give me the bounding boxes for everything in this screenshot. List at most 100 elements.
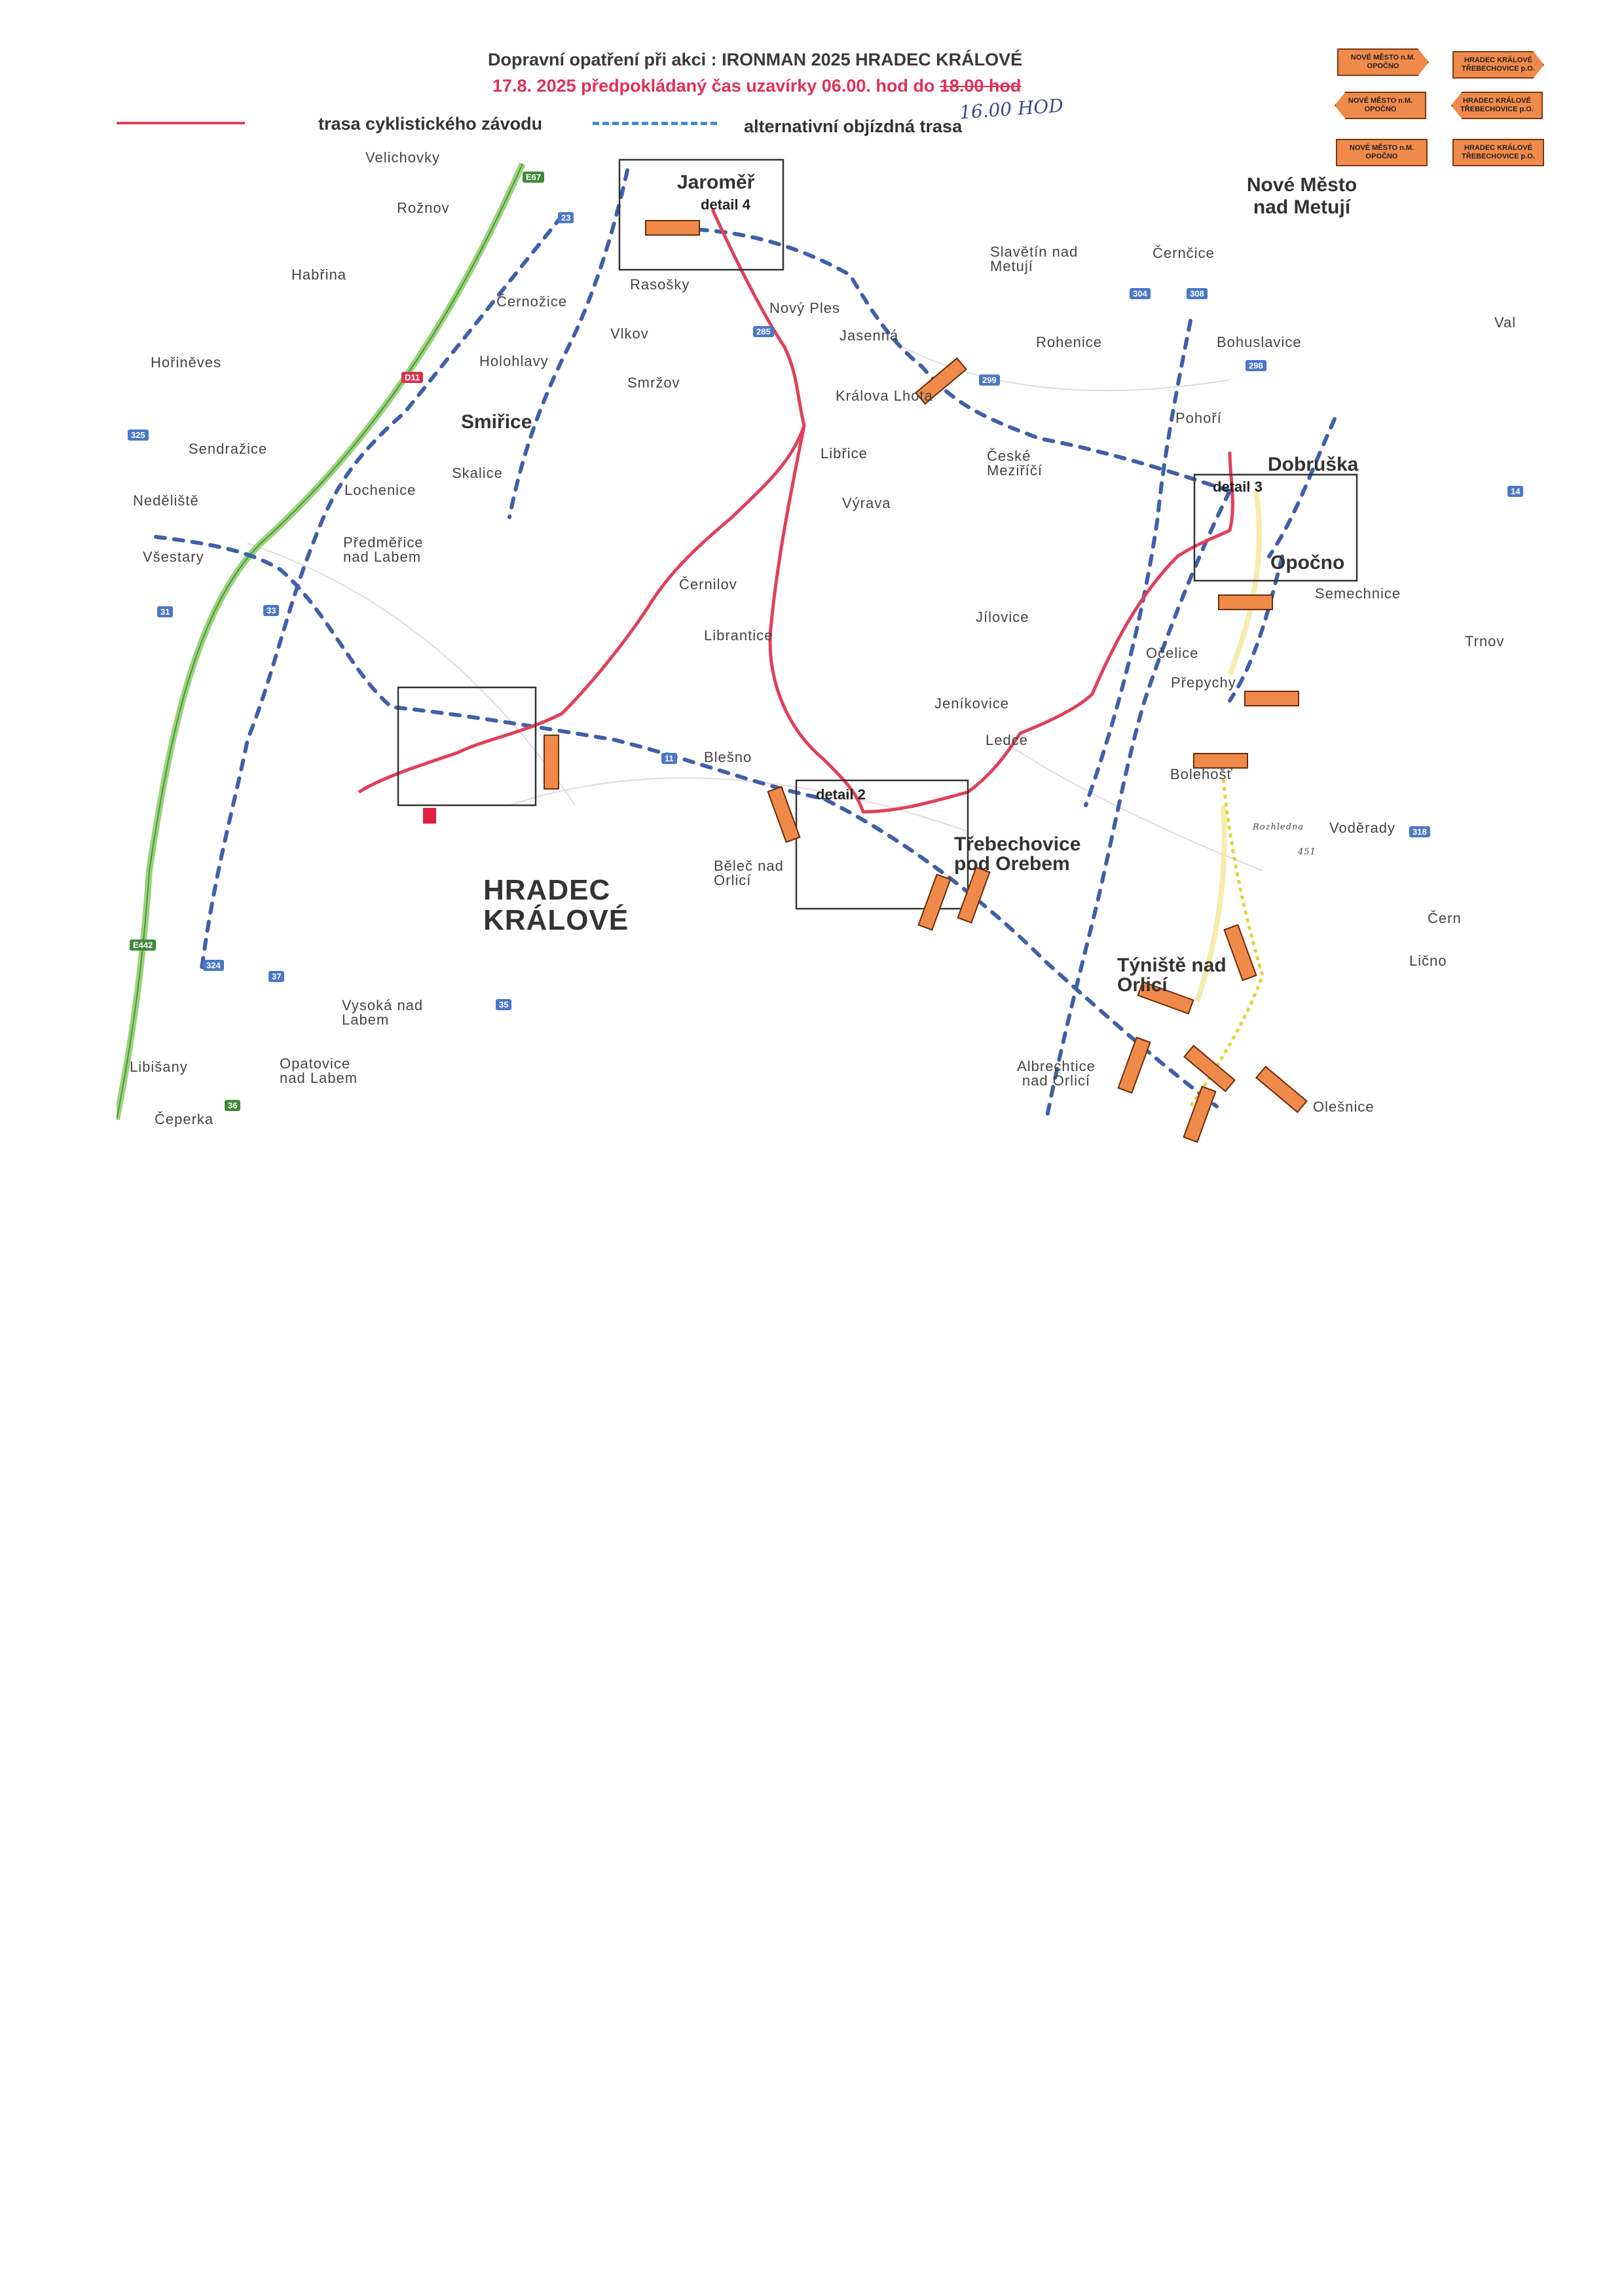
place-label: Semechnice bbox=[1315, 585, 1401, 602]
place-label: Běleč nad Orlicí bbox=[714, 858, 784, 888]
place-label: Bohuslavice bbox=[1217, 334, 1302, 350]
place-label: Přepychy bbox=[1171, 674, 1236, 691]
road-number: 304 bbox=[1130, 288, 1151, 299]
place-label: Očelice bbox=[1146, 645, 1199, 661]
place-label: Jeníkovice bbox=[934, 695, 1009, 712]
place-label: Králova Lhota bbox=[836, 388, 933, 404]
road-number: 36 bbox=[225, 1100, 241, 1111]
road-number: 298 bbox=[1246, 360, 1266, 371]
place-label: Smržov bbox=[627, 374, 680, 391]
place-label: Libišany bbox=[130, 1059, 188, 1075]
place-label: Olešnice bbox=[1313, 1099, 1375, 1115]
place-label: Pohoří bbox=[1175, 410, 1222, 426]
town-jaromer: Jaroměř bbox=[677, 172, 755, 193]
place-label: Sendražice bbox=[189, 441, 268, 457]
detail-box-4 bbox=[618, 158, 784, 271]
place-label: Lično bbox=[1409, 953, 1447, 969]
place-label: Vysoká nad Labem bbox=[342, 997, 424, 1028]
place-label: Předměřice nad Labem bbox=[343, 534, 424, 565]
place-label: Rohenice bbox=[1036, 334, 1102, 350]
closure-time: 17.8. 2025 předpokládaný čas uzavírky 06… bbox=[492, 76, 1021, 96]
road-number: 31 bbox=[157, 606, 174, 617]
town-smirice: Smiřice bbox=[461, 411, 532, 433]
place-label: Černilov bbox=[679, 576, 737, 592]
detail-box-2 bbox=[795, 779, 969, 910]
city-hradec-kralove: HRADEC KRÁLOVÉ bbox=[483, 874, 629, 936]
road-number: 14 bbox=[1507, 486, 1524, 497]
place-label: Všestary bbox=[143, 549, 204, 565]
sign-legend-nm-right: NOVÉ MĚSTO n.M. OPOČNO bbox=[1337, 48, 1429, 76]
town-opocno: Opočno bbox=[1270, 552, 1345, 574]
place-label: Val bbox=[1494, 314, 1517, 331]
detail-3-label: detail 3 bbox=[1213, 479, 1263, 495]
place-label: Rozhledna bbox=[1253, 822, 1304, 832]
motorway-d11 bbox=[117, 162, 526, 1120]
map-sign bbox=[1193, 753, 1248, 769]
detour-routes bbox=[154, 168, 1337, 1121]
road-number: 285 bbox=[753, 326, 774, 337]
map-sign bbox=[645, 220, 700, 236]
road-number: 299 bbox=[979, 374, 1000, 386]
place-label: Neděliště bbox=[133, 492, 199, 509]
road-number: 37 bbox=[268, 971, 285, 982]
place-label: Černíkovice bbox=[1428, 910, 1460, 926]
place-label: Nový Ples bbox=[769, 300, 841, 316]
map-sign bbox=[1218, 594, 1273, 610]
road-number: 325 bbox=[128, 429, 149, 441]
road-number: E442 bbox=[130, 939, 157, 951]
place-label: Lochenice bbox=[344, 482, 416, 498]
sign-legend-hk-right: HRADEC KRÁLOVÉ TŘEBECHOVICE p.O. bbox=[1452, 51, 1544, 79]
route-map bbox=[117, 158, 1358, 1121]
road-number: 35 bbox=[496, 999, 512, 1010]
detail-2-label: detail 2 bbox=[816, 786, 866, 803]
sign-legend-nm-down: NOVÉ MĚSTO n.M. OPOČNO bbox=[1336, 139, 1428, 166]
place-label: Opatovice nad Labem bbox=[280, 1055, 358, 1086]
road-number: 33 bbox=[263, 605, 280, 616]
town-dobruska: Dobruška bbox=[1268, 454, 1359, 475]
legend-detour-line bbox=[593, 122, 717, 125]
road-number: 318 bbox=[1409, 826, 1430, 837]
detail-box-3 bbox=[1193, 473, 1358, 582]
detail-box-hk bbox=[397, 686, 537, 807]
place-label: Velichovky bbox=[365, 149, 440, 166]
detail-4-label: detail 4 bbox=[701, 196, 750, 213]
town-tyniste: Týniště nad Orlicí bbox=[1117, 955, 1227, 996]
place-label: Albrechtice nad Orlicí bbox=[1017, 1058, 1096, 1089]
handwritten-correction: 16.00 HOD bbox=[959, 94, 1064, 124]
place-label: Jasenná bbox=[840, 327, 899, 344]
place-label: Vlkov bbox=[610, 325, 649, 342]
sign-legend-hk-down: HRADEC KRÁLOVÉ TŘEBECHOVICE p.O. bbox=[1452, 139, 1544, 166]
place-label: Ledce bbox=[986, 732, 1028, 748]
closure-time-struck: 18.00 hod bbox=[939, 76, 1022, 96]
place-label: Trnov bbox=[1465, 633, 1505, 649]
place-label: Slavětín nad Metují bbox=[990, 244, 1079, 274]
place-label: Rasošky bbox=[630, 276, 690, 293]
place-label: Bolehošť bbox=[1170, 766, 1233, 782]
bike-route bbox=[358, 208, 1234, 814]
road-number: E67 bbox=[523, 172, 545, 183]
place-label: Libřice bbox=[821, 445, 868, 462]
road-number: D11 bbox=[401, 372, 424, 383]
place-label: Rožnov bbox=[397, 200, 450, 216]
road-number: 308 bbox=[1187, 288, 1208, 299]
place-label: Výrava bbox=[842, 495, 891, 511]
place-label: Voděrady bbox=[1329, 820, 1395, 836]
road-number: 324 bbox=[203, 960, 224, 971]
page-title: Dopravní opatření při akci : IRONMAN 202… bbox=[488, 50, 1023, 69]
place-label: Hořiněves bbox=[151, 354, 222, 371]
place-label: Blešno bbox=[704, 749, 752, 765]
town-nove-mesto: Nové Město nad Metují bbox=[1246, 174, 1357, 218]
town-trebechovice: Třebechovice pod Orebem bbox=[954, 833, 1081, 875]
map-sign bbox=[544, 735, 559, 790]
place-label: 451 bbox=[1298, 847, 1316, 857]
place-label: Skalice bbox=[452, 465, 503, 481]
legend-bike-line bbox=[117, 122, 245, 124]
road-number: 23 bbox=[558, 212, 574, 223]
legend-bike-label: trasa cyklistického závodu bbox=[318, 114, 543, 134]
place-label: Černčice bbox=[1153, 245, 1215, 261]
place-label: Čeperka bbox=[155, 1111, 214, 1127]
place-label: České Meziříčí bbox=[987, 448, 1043, 479]
place-label: Habřina bbox=[291, 266, 347, 283]
road-number: 11 bbox=[661, 753, 677, 764]
sign-legend-nm-left: NOVÉ MĚSTO n.M. OPOČNO bbox=[1335, 92, 1426, 119]
